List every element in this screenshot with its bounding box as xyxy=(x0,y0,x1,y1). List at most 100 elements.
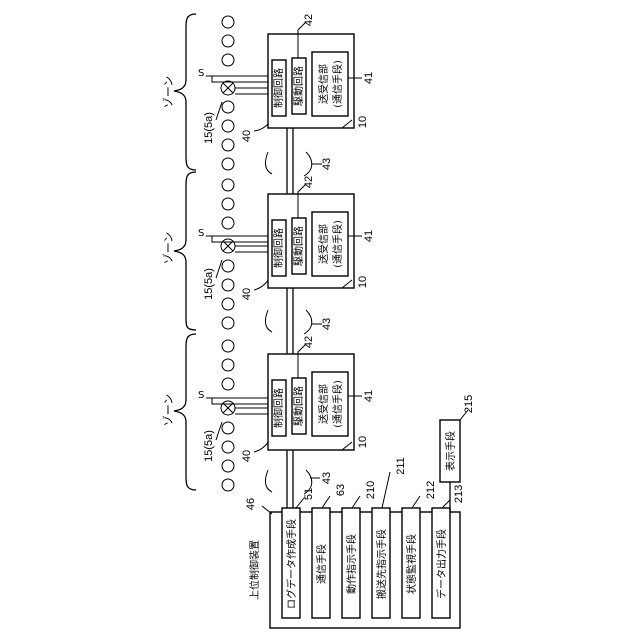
ref-unit: 10 xyxy=(357,116,369,128)
sensor-wire xyxy=(212,76,268,82)
leader-sensor xyxy=(216,102,222,120)
roller xyxy=(222,441,234,453)
twist-mark-right xyxy=(304,310,312,334)
network-bus: 43 43 43 xyxy=(265,128,333,512)
ref-network: 43 xyxy=(321,472,333,484)
ref-module: 63 xyxy=(335,484,347,496)
comm-unit-label-1: 送受信部 xyxy=(317,384,330,424)
comm-unit-label-2: (通信手段) xyxy=(331,380,344,428)
host-controller: 上位制御装置 46 ログデータ作成手段 51 通信手段 63 動作指示手段 21… xyxy=(245,457,465,628)
roller xyxy=(222,54,234,66)
module-label: データ出力手段 xyxy=(435,529,448,599)
ref-unit: 10 xyxy=(357,276,369,288)
leader-module xyxy=(382,472,390,508)
ref-sensor: 15(5a) xyxy=(203,112,215,144)
drive-circuit-label: 駆動回路 xyxy=(292,386,305,426)
zone-label: ゾーン xyxy=(162,76,175,108)
twist-mark-left xyxy=(265,152,272,174)
ref-control: 40 xyxy=(241,288,253,300)
roller xyxy=(222,317,234,329)
ref-drive: 42 xyxy=(303,14,315,26)
ref-control: 40 xyxy=(241,130,253,142)
ref-comm: 41 xyxy=(363,72,375,84)
twist-mark-left xyxy=(265,310,272,332)
roller-column xyxy=(222,179,234,329)
comm-unit-label-1: 送受信部 xyxy=(317,224,330,264)
module-label: 状態監視手段 xyxy=(405,534,418,594)
leader-sensor xyxy=(216,422,222,440)
ref-comm: 41 xyxy=(363,230,375,242)
ref-module: 210 xyxy=(365,481,377,499)
roller xyxy=(222,35,234,47)
ref-sensor: 15(5a) xyxy=(203,268,215,300)
sensor-wire xyxy=(212,236,268,242)
ref-network: 43 xyxy=(321,318,333,330)
roller xyxy=(222,217,234,229)
sensor-label: S xyxy=(198,228,204,239)
motor-roller xyxy=(221,239,235,253)
leader-host xyxy=(262,506,272,514)
roller xyxy=(222,120,234,132)
drive-circuit-label: 駆動回路 xyxy=(292,226,305,266)
motor-roller xyxy=(221,401,235,415)
comm-unit-label-2: (通信手段) xyxy=(331,220,344,268)
leader-module xyxy=(442,500,450,508)
display-label: 表示手段 xyxy=(444,431,457,471)
ref-comm: 41 xyxy=(363,390,375,402)
ref-sensor: 15(5a) xyxy=(203,430,215,462)
zone-brace xyxy=(174,334,196,490)
leader-sensor xyxy=(216,260,222,278)
roller xyxy=(222,139,234,151)
roller xyxy=(222,378,234,390)
ref-display: 215 xyxy=(463,395,475,413)
roller xyxy=(222,279,234,291)
sensor-label: S xyxy=(198,68,204,79)
control-circuit-label: 制御回路 xyxy=(272,228,285,268)
roller xyxy=(222,179,234,191)
comm-unit-label-2: (通信手段) xyxy=(331,60,344,108)
ref-control: 40 xyxy=(241,450,253,462)
ref-module: 51 xyxy=(303,488,315,500)
ref-module: 211 xyxy=(395,457,407,475)
zone-brace xyxy=(174,172,196,330)
module-label: 搬送先指示手段 xyxy=(375,529,388,599)
module-label: ログデータ作成手段 xyxy=(285,519,298,609)
control-circuit-label: 制御回路 xyxy=(272,388,285,428)
comm-unit-label-1: 送受信部 xyxy=(317,64,330,104)
zone-label: ゾーン xyxy=(162,232,175,264)
ref-drive: 42 xyxy=(303,336,315,348)
twist-mark-left xyxy=(265,470,272,492)
roller xyxy=(222,260,234,272)
module-label: 通信手段 xyxy=(315,544,328,584)
motor-roller xyxy=(221,81,235,95)
host-title: 上位制御装置 xyxy=(248,540,261,600)
roller xyxy=(222,340,234,352)
zone-label: ゾーン xyxy=(162,394,175,426)
zone-brace xyxy=(174,14,196,170)
roller xyxy=(222,158,234,170)
sensor-wire xyxy=(212,398,268,404)
roller xyxy=(222,422,234,434)
ref-module: 213 xyxy=(453,485,465,503)
ref-module: 212 xyxy=(425,481,437,499)
roller xyxy=(222,16,234,28)
control-circuit-label: 制御回路 xyxy=(272,68,285,108)
sensor-label: S xyxy=(198,390,204,401)
roller xyxy=(222,298,234,310)
zone-2: ゾーン S 15(5a) 40 制御回路 駆動回路 送受信部 xyxy=(162,334,375,491)
drive-circuit-label: 駆動回路 xyxy=(292,66,305,106)
ref-network: 43 xyxy=(321,158,333,170)
leader-module xyxy=(322,496,330,508)
roller xyxy=(222,479,234,491)
twist-mark-right xyxy=(304,152,312,176)
module-label: 動作指示手段 xyxy=(345,534,358,594)
roller xyxy=(222,460,234,472)
ref-unit: 10 xyxy=(357,436,369,448)
roller xyxy=(222,198,234,210)
ref-host: 46 xyxy=(245,498,257,510)
roller xyxy=(222,101,234,113)
leader-module xyxy=(352,496,360,508)
zone-0: ゾーン S 15(5a) 40 制御回 xyxy=(162,14,375,170)
roller xyxy=(222,359,234,371)
